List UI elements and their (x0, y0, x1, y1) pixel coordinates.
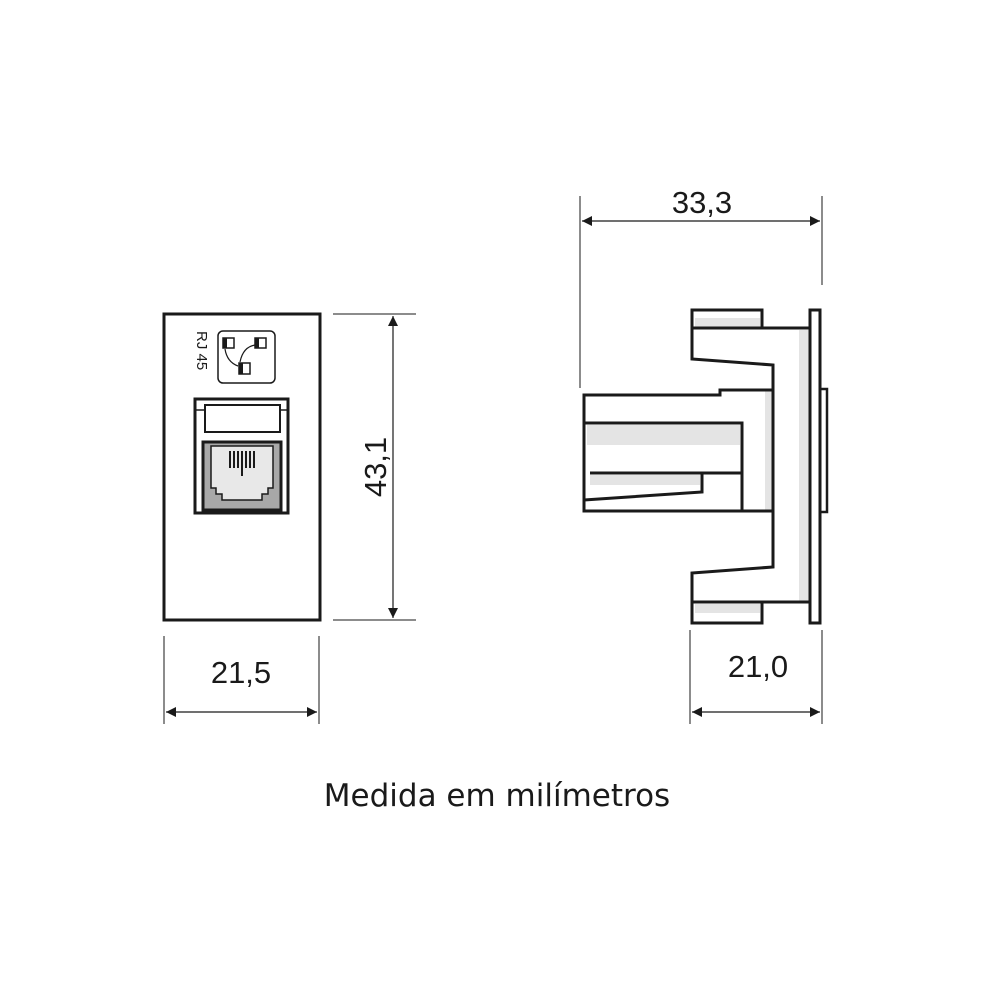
plate-value: 21,0 (728, 649, 788, 684)
height-dimension: 43,1 (333, 313, 416, 621)
module-outline (162, 312, 322, 622)
width-value: 21,5 (211, 655, 271, 690)
side-view (582, 308, 829, 625)
depth-dimension: 33,3 (579, 185, 823, 388)
rj45-label: RJ 45 (193, 331, 210, 370)
rj45-jack (193, 397, 290, 515)
width-dimension: 21,5 (163, 636, 320, 724)
caption: Medida em milímetros (324, 778, 670, 814)
plate-dimension: 21,0 (689, 630, 823, 724)
height-value: 43,1 (358, 437, 393, 497)
depth-value: 33,3 (672, 185, 732, 220)
rj45-symbol-icon (217, 330, 276, 384)
front-view: RJ 45 (162, 312, 322, 622)
